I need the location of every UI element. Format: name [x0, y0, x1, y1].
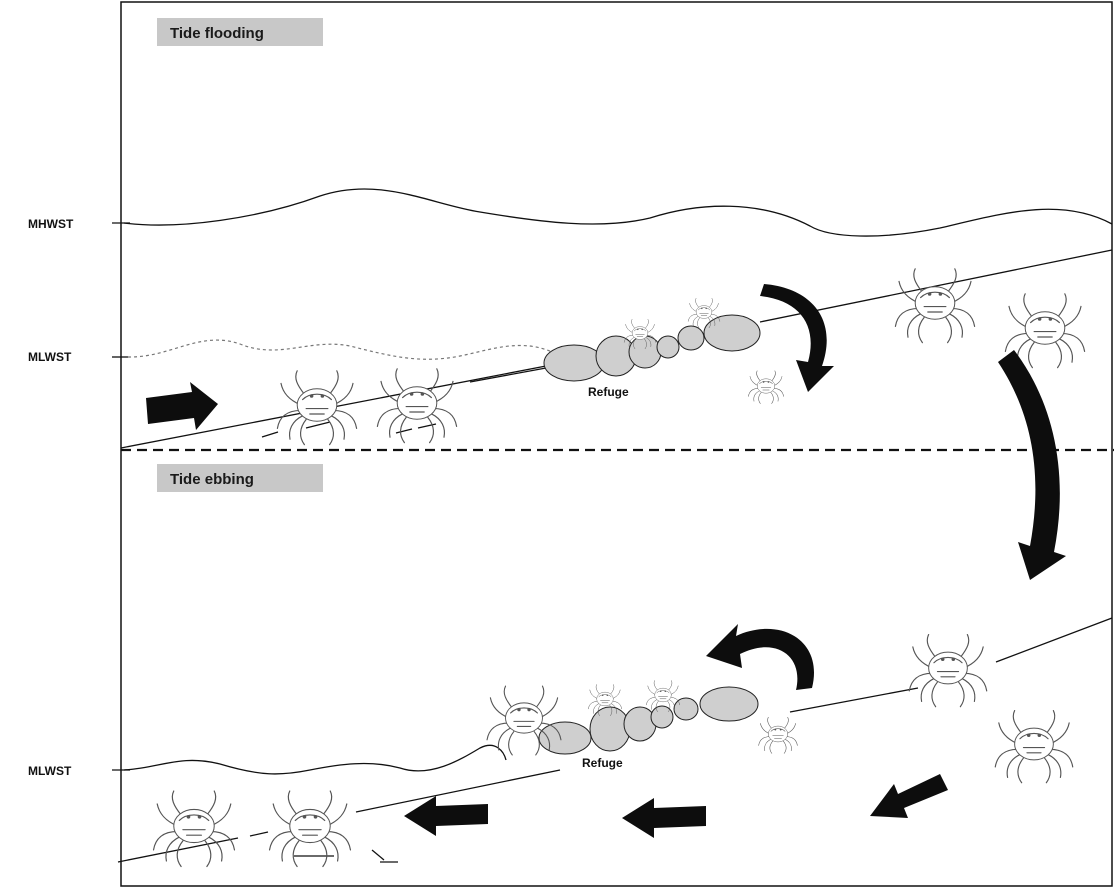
rock-icon [628, 335, 662, 369]
mlwst-bottom-water-line [123, 744, 507, 775]
mhwst-water-line [123, 188, 1113, 237]
curved-arrow-left-icon [706, 624, 815, 690]
transition-arrow-icon [998, 350, 1066, 580]
rock-icon [703, 314, 761, 352]
curved-arrow-down-icon [760, 284, 834, 392]
crab-icon [376, 368, 458, 444]
ebbing-label-background [157, 464, 323, 492]
crab-icon [894, 268, 976, 344]
crab-icon [687, 298, 721, 329]
crab-icon [486, 685, 562, 756]
ebbing-label: Tide ebbing [170, 471, 254, 488]
mhwst-label: MHWST [28, 217, 74, 231]
rock-icon [543, 344, 605, 382]
ebbing-dash [371, 849, 385, 861]
flooding-dash [395, 428, 413, 434]
arrow-left-icon [622, 798, 706, 838]
rock-icon [656, 335, 680, 359]
rock-icon [650, 705, 674, 729]
crab-icon [994, 709, 1074, 784]
rock-icon [589, 706, 631, 752]
mlwst-bottom-label: MLWST [28, 764, 72, 778]
crab-icon [758, 716, 798, 754]
mlwst-top-dotted-line [127, 339, 553, 360]
flooding-dash [305, 421, 331, 429]
flooding-shore-line-mid [469, 367, 547, 383]
ebbing-panel: Tide ebbing MLWST Refuge [28, 464, 1113, 868]
arrow-right-icon [146, 382, 218, 430]
mlwst-top-label: MLWST [28, 350, 72, 364]
flooding-panel: Tide flooding MHWST MLWST Refuge [28, 18, 1113, 449]
crab-icon [276, 370, 358, 446]
arrow-left-icon [404, 796, 488, 836]
flooding-label-background [157, 18, 323, 46]
crab-icon [152, 790, 236, 868]
ebbing-dash [249, 831, 269, 837]
rock-icon [623, 706, 657, 742]
rock-icon [699, 686, 759, 722]
rock-icon [673, 697, 699, 721]
flooding-refuge-label: Refuge [588, 385, 629, 399]
crab-icon [268, 790, 352, 868]
ebbing-refuge-rocks [538, 686, 759, 755]
flooding-dash [261, 431, 279, 438]
crab-icon [748, 370, 784, 404]
rock-icon [677, 325, 705, 351]
crab-icon [908, 633, 988, 708]
flooding-refuge-rocks [543, 314, 761, 382]
arrow-down-left-icon [870, 774, 948, 818]
rock-icon [538, 721, 592, 755]
ebbing-refuge-label: Refuge [582, 756, 623, 770]
flooding-label: Tide flooding [170, 25, 264, 42]
diagram-frame [120, 1, 1113, 887]
flooding-dash [417, 423, 437, 429]
